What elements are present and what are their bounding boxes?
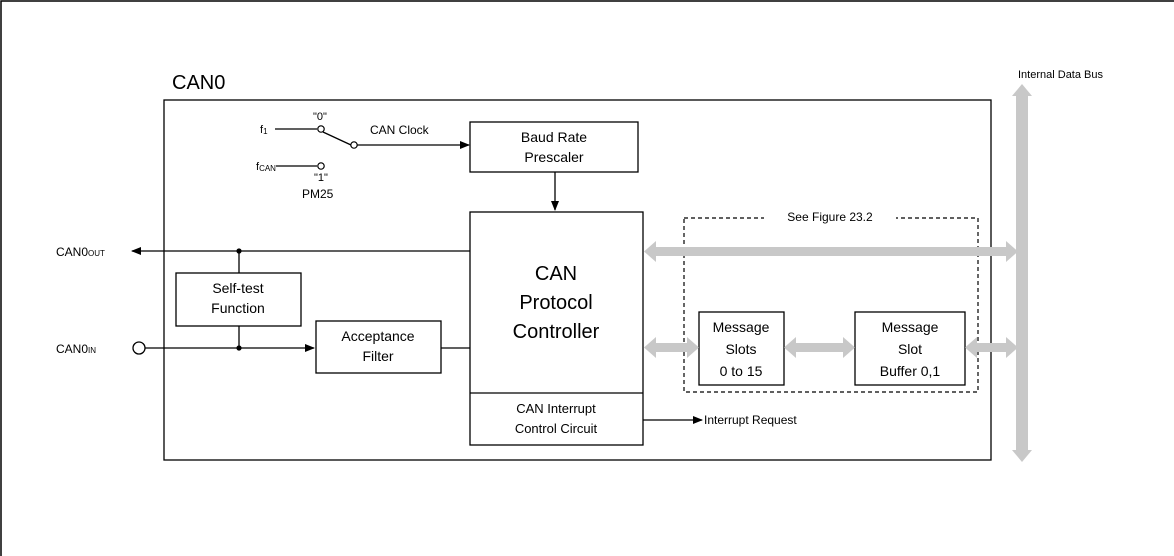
clock-select-switch: f1 "0" fCAN "1" PM25 CAN Clock — [256, 111, 470, 201]
interrupt-request-label: Interrupt Request — [704, 413, 797, 427]
self-test-line2: Function — [211, 300, 265, 316]
self-test-line1: Self-test — [212, 280, 263, 296]
module-label: CAN0 — [172, 72, 225, 94]
controller-bus-arrow — [644, 241, 1018, 262]
controller-slots-arrow — [644, 337, 699, 358]
controller-line2: Protocol — [519, 292, 592, 314]
switch-select-bit: PM25 — [302, 187, 334, 201]
message-slots-block — [698, 311, 785, 386]
internal-data-bus — [1012, 84, 1032, 462]
controller-line1: CAN — [535, 263, 577, 285]
interrupt-control-line1: CAN Interrupt — [516, 401, 596, 416]
acceptance-filter-line1: Acceptance — [341, 328, 414, 344]
internal-bus-label: Internal Data Bus — [1018, 69, 1103, 81]
baud-rate-prescaler-line2: Prescaler — [524, 149, 583, 165]
controller-line3: Controller — [513, 321, 600, 343]
slots-buffer-arrow — [784, 337, 855, 358]
message-slots-line2: Slots — [725, 341, 756, 357]
can-protocol-controller-block — [469, 211, 644, 446]
baud-rate-prescaler-line1: Baud Rate — [521, 129, 587, 145]
clock-f1-label: f1 — [260, 124, 268, 136]
switch-pos0-label: "0" — [313, 111, 327, 123]
baud-rate-prescaler-block — [469, 121, 639, 173]
can0in-pin-label: CAN0IN — [56, 342, 96, 356]
switch-pos1-label: "1" — [314, 172, 328, 184]
acceptance-filter-line2: Filter — [362, 348, 393, 364]
can0out-pin-label: CAN0OUT — [56, 245, 105, 259]
interrupt-control-line2: Control Circuit — [515, 421, 598, 436]
message-slots-line1: Message — [713, 319, 770, 335]
clock-fcan-label: fCAN — [256, 161, 276, 173]
message-slots-line3: 0 to 15 — [720, 363, 763, 379]
acceptance-filter-block — [315, 320, 442, 374]
message-slot-buffer-line3: Buffer 0,1 — [880, 363, 941, 379]
buffer-bus-arrow — [965, 337, 1018, 358]
can-clock-label: CAN Clock — [370, 123, 430, 137]
see-figure-label: See Figure 23.2 — [787, 210, 873, 224]
message-slot-buffer-line2: Slot — [898, 341, 922, 357]
message-slot-buffer-line1: Message — [882, 319, 939, 335]
message-slot-buffer-block — [854, 311, 966, 386]
can0in-pin-icon — [132, 341, 146, 355]
